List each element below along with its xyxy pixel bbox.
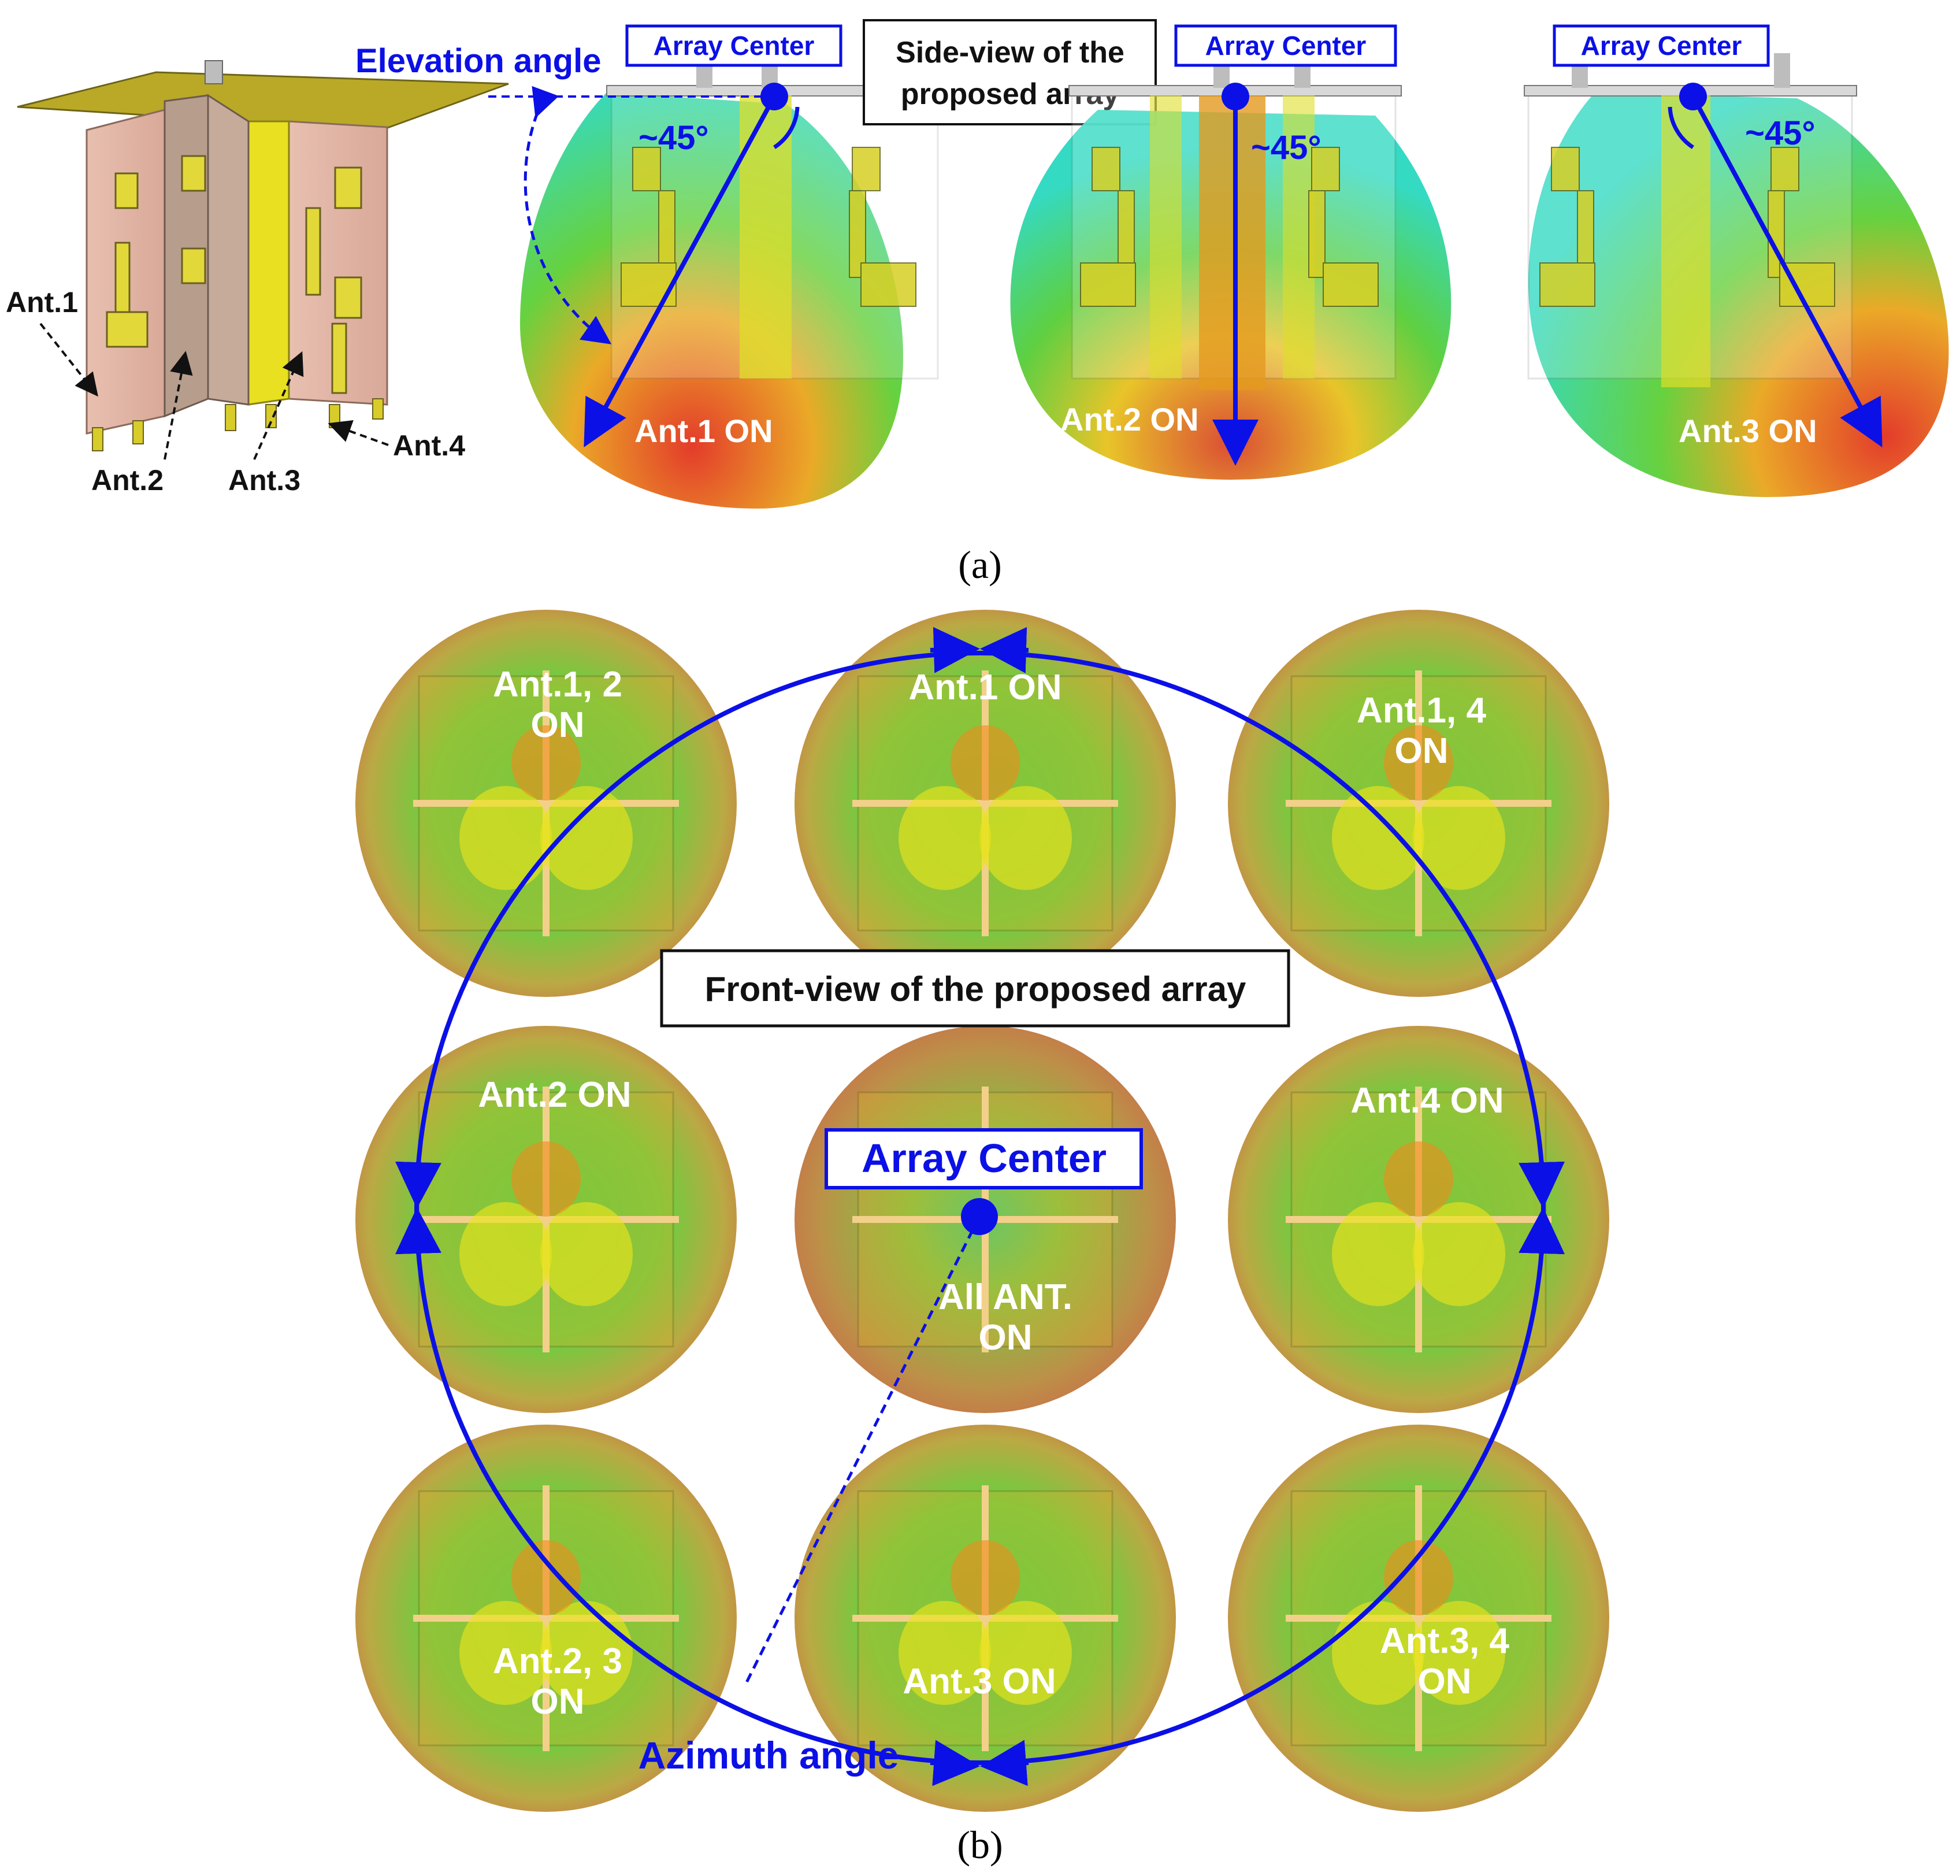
radiation-pattern xyxy=(1228,1026,1609,1413)
ant1-label: Ant.1 xyxy=(6,286,78,318)
panel-b-caption: (b) xyxy=(957,1823,1003,1867)
azimuth-angle-label: Azimuth angle xyxy=(638,1734,899,1777)
radiation-pattern xyxy=(1228,1425,1609,1812)
side-view-ant1-annotations: ~45° Ant.1 ON Array Center xyxy=(584,24,842,449)
array-center-label-view3: Array Center xyxy=(1581,31,1742,61)
pattern-label-line1: All ANT. xyxy=(938,1277,1072,1317)
radiation-pattern xyxy=(355,610,737,997)
pattern-label-line2: ON xyxy=(531,705,585,745)
radiation-pattern xyxy=(1228,610,1609,997)
ant4-label: Ant.4 xyxy=(393,429,465,462)
pattern-label-line1: Ant.4 ON xyxy=(1350,1081,1504,1121)
angle-label-view3: ~45° xyxy=(1745,114,1816,152)
ant3-label: Ant.3 xyxy=(228,464,300,496)
side-view-label-box xyxy=(863,19,1157,125)
array-center-box-view1 xyxy=(625,24,842,67)
side-view-label-line1: Side-view of the xyxy=(896,36,1124,69)
panel-a: Ant.1 Ant.2 Ant.3 Ant.4 xyxy=(6,19,1949,587)
pattern-label-line2: ON xyxy=(979,1318,1033,1358)
angle-label-view1: ~45° xyxy=(639,119,709,157)
state-label-view2: Ant.2 ON xyxy=(1060,401,1199,438)
panel-a-caption: (a) xyxy=(958,543,1001,587)
array-center-box-view3 xyxy=(1553,24,1770,67)
array-center-dot xyxy=(961,1198,998,1235)
array-center-label-view1: Array Center xyxy=(654,31,815,61)
side-view-ant2-annotations: ~45° Ant.2 ON Array Center xyxy=(1060,24,1397,466)
state-label-view1: Ant.1 ON xyxy=(634,413,773,449)
radiation-pattern xyxy=(355,1026,737,1413)
array-center-label-front: Array Center xyxy=(862,1136,1107,1181)
array-center-box-view2 xyxy=(1174,24,1397,67)
antenna-array-model xyxy=(17,60,509,451)
array-center-label-view2: Array Center xyxy=(1205,31,1367,61)
pattern-label-line1: Ant.1 ON xyxy=(908,668,1061,707)
radiation-pattern xyxy=(795,610,1176,997)
pattern-label-line1: Ant.1, 4 xyxy=(1357,691,1486,731)
pattern-label-line1: Ant.3, 4 xyxy=(1380,1621,1509,1661)
pattern-label-line1: Ant.2, 3 xyxy=(493,1641,622,1681)
side-view-ant3-annotations: ~45° Ant.3 ON Array Center xyxy=(1553,24,1883,449)
pattern-label-line1: Ant.2 ON xyxy=(478,1075,631,1115)
array-center-box-front xyxy=(825,1128,1143,1189)
pattern-label-line1: Ant.3 ON xyxy=(903,1662,1056,1701)
pattern-label-line1: Ant.1, 2 xyxy=(493,665,622,705)
front-view-label: Front-view of the proposed array xyxy=(705,970,1246,1009)
elevation-angle-label: Elevation angle xyxy=(355,42,601,80)
angle-label-view2: ~45° xyxy=(1251,129,1321,166)
pattern-label-line2: ON xyxy=(1395,731,1449,771)
pattern-label-line2: ON xyxy=(531,1682,585,1722)
pattern-label-line2: ON xyxy=(1418,1662,1472,1701)
state-label-view3: Ant.3 ON xyxy=(1679,413,1817,449)
radiation-pattern xyxy=(795,1425,1176,1812)
front-view-label-box xyxy=(660,949,1290,1028)
radiation-pattern xyxy=(355,1425,737,1812)
ant2-label: Ant.2 xyxy=(91,464,164,496)
